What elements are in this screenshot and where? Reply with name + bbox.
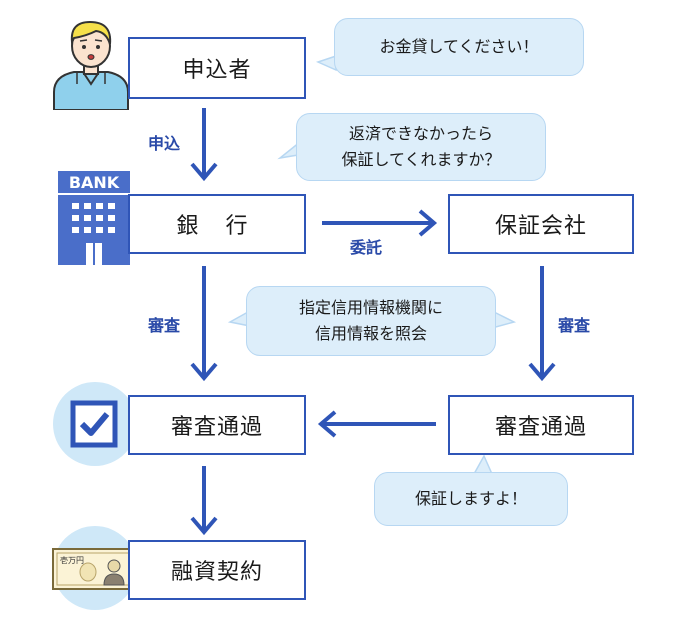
bubble-guarantor-text: 保証しますよ！ [414, 489, 527, 508]
bubble-bank-text: 返済できなかったら 保証してくれますか？ [341, 124, 501, 169]
person-icon [53, 20, 129, 110]
edge-label-apply: 申込 [148, 134, 181, 153]
node-guarantor: 保証会社 [448, 194, 634, 254]
arrowhead-apply [190, 162, 218, 182]
node-loan-contract: 融資契約 [128, 540, 306, 600]
arrowhead-entrust [418, 209, 438, 237]
node-bank-label: 銀 行 [176, 214, 258, 239]
node-loan-contract-label: 融資契約 [170, 560, 263, 585]
bubble-credit-check-text: 指定信用情報機関に 信用情報を照会 [298, 298, 443, 343]
node-review-passed-guarantor: 審査通過 [448, 395, 634, 455]
node-review-passed-guarantor-label: 審査通過 [494, 415, 587, 440]
node-applicant-label: 申込者 [182, 58, 252, 83]
bubble-guarantor: 保証しますよ！ [374, 472, 568, 526]
bubble-applicant: お金貸してください！ [334, 18, 584, 76]
bubble-bank: 返済できなかったら 保証してくれますか？ [296, 113, 546, 181]
node-bank: 銀 行 [128, 194, 306, 254]
bank-sign: BANK [58, 171, 130, 193]
banknote-icon: 壱万円 [52, 548, 138, 590]
bubble-credit-check: 指定信用情報機関に 信用情報を照会 [246, 286, 496, 356]
bank-windows [72, 203, 115, 265]
bank-icon: BANK [58, 171, 130, 265]
edge-label-review-bank: 審査 [148, 316, 181, 335]
node-guarantor-label: 保証会社 [494, 214, 587, 239]
bubble-applicant-text: お金貸してください！ [379, 37, 539, 56]
arrowhead-guarantee-back [317, 410, 337, 438]
node-review-passed-bank: 審査通過 [128, 395, 306, 455]
node-review-passed-bank-label: 審査通過 [170, 415, 263, 440]
edge-label-entrust: 委託 [350, 238, 383, 257]
arrowhead-review-bank [190, 362, 218, 382]
checkbox-icon [70, 400, 118, 448]
arrowhead-review-guarantor [528, 362, 556, 382]
banknote-text: 壱万円 [60, 555, 84, 565]
arrowhead-contract [190, 516, 218, 536]
node-applicant: 申込者 [128, 37, 306, 99]
edge-label-review-guarantor: 審査 [558, 316, 591, 335]
